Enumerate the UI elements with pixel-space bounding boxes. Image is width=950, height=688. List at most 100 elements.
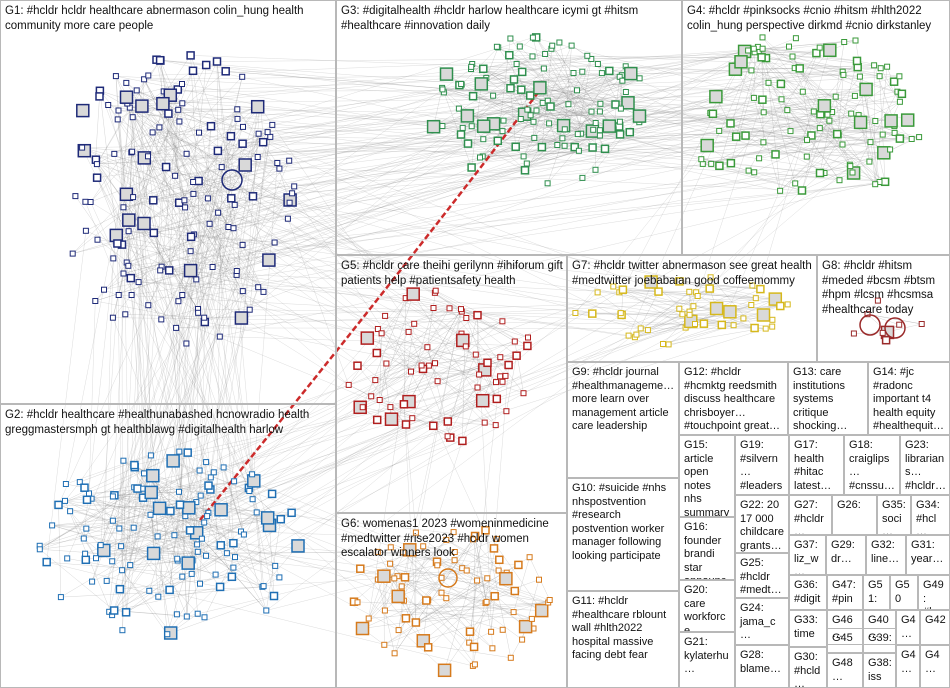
edge bbox=[132, 117, 229, 228]
edge bbox=[81, 147, 476, 355]
group-box-g12: G12: #hcldr #hcmktg reedsmith discuss he… bbox=[679, 362, 788, 435]
edge bbox=[196, 93, 902, 280]
edge bbox=[368, 323, 415, 619]
edge bbox=[384, 610, 532, 620]
edge bbox=[710, 190, 803, 278]
edge bbox=[532, 37, 551, 107]
edge bbox=[242, 79, 515, 144]
group-label-g20: G20: care workforce health… bbox=[684, 584, 726, 632]
edge bbox=[475, 354, 517, 356]
node-g6 bbox=[354, 599, 361, 606]
node-g5 bbox=[382, 312, 389, 319]
node-g2 bbox=[214, 503, 228, 517]
edge bbox=[221, 314, 683, 511]
group-label-g9: G9: #hcldr journal #healthmanageme… more… bbox=[572, 366, 678, 432]
node-g6 bbox=[451, 549, 458, 555]
edge bbox=[194, 199, 291, 235]
group-box-g41: G4… bbox=[896, 610, 920, 645]
node-g2 bbox=[201, 519, 208, 526]
node-g2 bbox=[121, 608, 131, 617]
edge bbox=[377, 311, 462, 330]
edge bbox=[228, 130, 720, 228]
edge bbox=[513, 79, 853, 173]
edge bbox=[745, 135, 900, 139]
node-g2 bbox=[210, 469, 217, 476]
node-g7 bbox=[633, 331, 640, 338]
edge bbox=[204, 266, 213, 323]
edge bbox=[730, 50, 830, 164]
edge bbox=[481, 42, 560, 85]
edge bbox=[233, 567, 263, 588]
edge bbox=[294, 186, 463, 341]
node-g7 bbox=[748, 302, 755, 308]
node-g3 bbox=[520, 153, 527, 160]
edge bbox=[209, 76, 243, 224]
edge bbox=[212, 266, 476, 355]
edge bbox=[82, 135, 812, 148]
edge bbox=[138, 143, 243, 283]
edge bbox=[622, 50, 749, 290]
edge bbox=[58, 504, 62, 598]
node-g5 bbox=[497, 354, 504, 361]
edge bbox=[112, 477, 211, 562]
edge bbox=[385, 315, 476, 355]
edge bbox=[679, 281, 761, 290]
node-g3 bbox=[517, 67, 527, 77]
edge bbox=[150, 118, 238, 493]
node-g4 bbox=[765, 79, 772, 86]
group-label-g25: G25: #hcldr #medt… bbox=[740, 557, 782, 596]
group-box-g5: G5: #hcldr care theihi gerilynn #ihiforu… bbox=[336, 255, 567, 513]
node-g1 bbox=[173, 324, 180, 331]
edge bbox=[96, 163, 194, 195]
edge bbox=[479, 146, 516, 158]
edge bbox=[186, 551, 455, 617]
edge bbox=[103, 487, 135, 551]
edge bbox=[153, 133, 582, 201]
edge bbox=[806, 152, 884, 157]
edge bbox=[539, 87, 808, 141]
edge bbox=[272, 84, 460, 126]
edge bbox=[127, 96, 716, 104]
node-g3 bbox=[574, 87, 580, 94]
edge bbox=[245, 125, 564, 166]
node-g3 bbox=[561, 126, 568, 133]
node-g4 bbox=[852, 56, 862, 66]
edge bbox=[658, 291, 752, 306]
node-g3 bbox=[570, 142, 579, 152]
group-label-g10: G10: #suicide #nhs nhspostvention #resea… bbox=[572, 482, 670, 562]
node-g3 bbox=[565, 101, 572, 108]
group-label-g17: G17: health #hitac latest… bbox=[794, 439, 832, 492]
node-g2 bbox=[109, 517, 116, 524]
node-g3 bbox=[588, 143, 597, 152]
edge bbox=[252, 133, 259, 197]
edge bbox=[128, 199, 291, 221]
edge bbox=[481, 76, 620, 85]
edge bbox=[81, 147, 250, 489]
edge bbox=[466, 317, 498, 399]
node-g1 bbox=[115, 292, 122, 298]
edge bbox=[106, 580, 159, 597]
node-g2 bbox=[80, 535, 87, 542]
edge bbox=[144, 125, 895, 159]
node-g6 bbox=[391, 575, 398, 582]
node-g1 bbox=[258, 137, 268, 147]
node-g4 bbox=[877, 146, 891, 160]
group-box-g49: G49: #h… bbox=[918, 575, 950, 610]
edge bbox=[160, 170, 749, 271]
edge bbox=[144, 71, 843, 80]
edge bbox=[198, 64, 207, 133]
edge bbox=[133, 487, 188, 617]
edge bbox=[114, 153, 234, 229]
node-g1 bbox=[246, 306, 253, 313]
node-g6 bbox=[437, 663, 452, 678]
edge bbox=[67, 558, 221, 588]
node-g5 bbox=[424, 344, 431, 351]
node-g3 bbox=[611, 100, 620, 109]
edge bbox=[160, 147, 593, 271]
group-box-g29: G29: dr… bbox=[826, 535, 866, 575]
edge bbox=[715, 47, 820, 97]
node-g3 bbox=[544, 180, 551, 187]
edge bbox=[435, 290, 529, 338]
node-g5 bbox=[474, 384, 481, 391]
edge bbox=[182, 200, 185, 296]
